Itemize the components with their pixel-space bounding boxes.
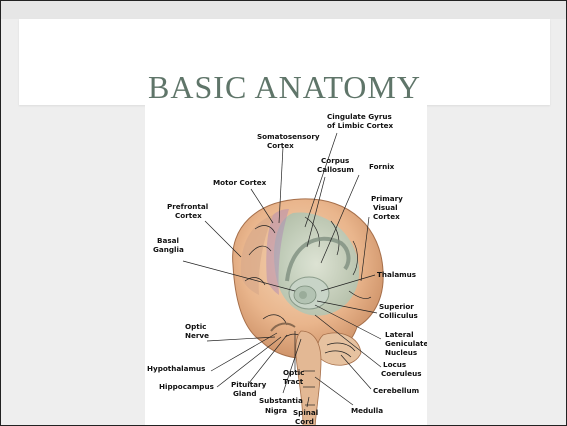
brain-illustration: Cingulate Gyrus of Limbic Cortex Somatos… xyxy=(145,105,427,426)
label-lateral-geniculate-nucleus: Lateral Geniculate Nucleus xyxy=(385,330,427,357)
label-cerebellum: Cerebellum xyxy=(373,386,419,395)
slide-title: BASIC ANATOMY xyxy=(19,67,550,107)
label-motor-cortex: Motor Cortex xyxy=(213,178,267,187)
label-cingulate-gyrus: Cingulate Gyrus of Limbic Cortex xyxy=(327,112,394,130)
label-hippocampus: Hippocampus xyxy=(159,382,214,391)
label-medulla: Medulla xyxy=(351,406,383,415)
label-basal-ganglia: Basal Ganglia xyxy=(153,236,184,254)
label-optic-nerve: Optic Nerve xyxy=(185,322,209,340)
label-spinal-cord: Spinal Cord xyxy=(293,408,321,426)
label-prefrontal-cortex: Prefrontal Cortex xyxy=(167,202,211,220)
label-somatosensory-cortex: Somatosensory Cortex xyxy=(257,132,322,150)
label-hypothalamus: Hypothalamus xyxy=(147,364,205,373)
label-thalamus: Thalamus xyxy=(377,270,416,279)
brain-anatomy-figure: Cingulate Gyrus of Limbic Cortex Somatos… xyxy=(145,105,427,426)
label-corpus-callosum: Corpus Callosum xyxy=(317,156,354,174)
label-superior-colliculus: Superior Colliculus xyxy=(379,302,418,320)
title-band: BASIC ANATOMY xyxy=(19,19,550,105)
label-fornix: Fornix xyxy=(369,162,395,171)
label-primary-visual-cortex: Primary Visual Cortex xyxy=(371,194,405,221)
label-locus-coeruleus: Locus Coeruleus xyxy=(381,360,421,378)
